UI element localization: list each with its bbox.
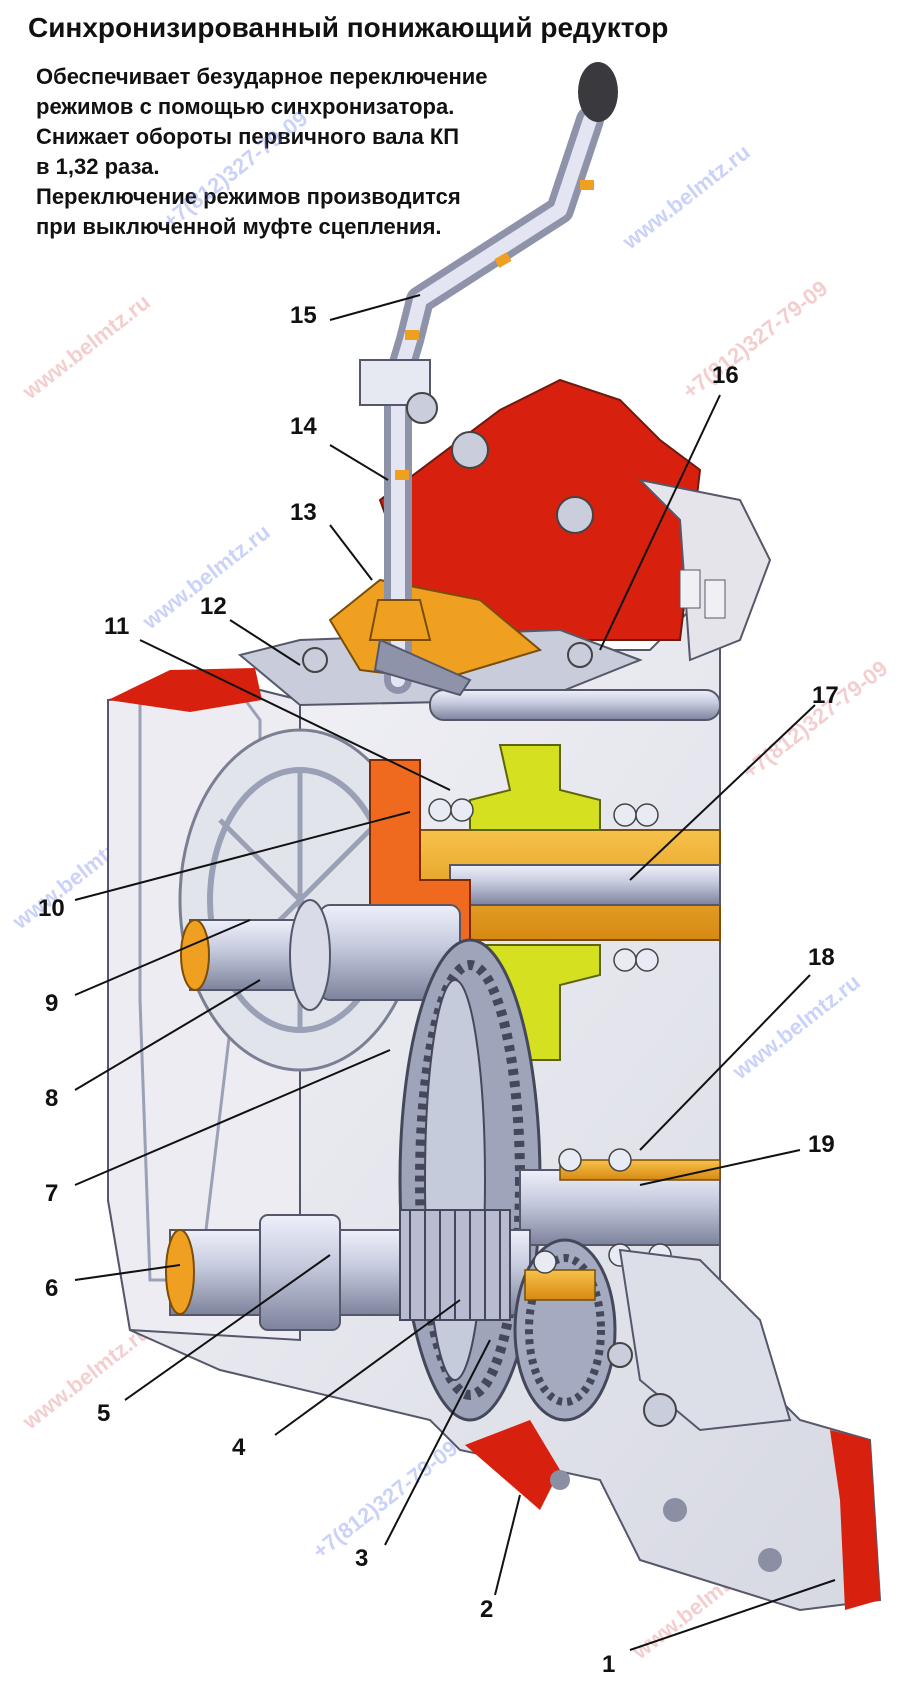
shift-rod [429,689,721,721]
callout-18: 18 [808,944,835,971]
bolt-head [643,1393,677,1427]
bolt-head [556,496,594,534]
leader-lines [74,294,836,1651]
synchronizer-upper [469,744,601,831]
callout-19: 19 [808,1131,835,1158]
bolt-head [451,431,489,469]
description-line: режимов с помощью синхронизатора. [36,94,455,119]
callout-16: 16 [712,362,739,389]
description-line: в 1,32 раза. [36,154,160,179]
callout-17: 17 [812,682,839,709]
watermark-site: www.belmtz.ru [727,969,865,1084]
callout-12: 12 [200,593,227,620]
description-line: Переключение режимов производится [36,184,461,209]
callout-7: 7 [45,1180,58,1207]
bolt-hole [758,1548,782,1572]
description-line: Снижает обороты первичного вала КП [36,124,460,149]
intermediate-shaft-end [165,1229,195,1315]
gearbox-primary-shaft [449,864,721,906]
description-block: Обеспечивает безударное переключение реж… [36,62,488,242]
watermark-site: www.belmtz.ru [17,289,155,404]
clamp-bolt [406,392,438,424]
callout-labels: 1 2 3 4 5 6 7 8 9 10 11 12 13 14 15 16 1… [38,302,839,1678]
description-line: Обеспечивает безударное переключение [36,64,488,89]
watermark-phone: +7(812)327-79-09 [678,275,833,404]
callout-8: 8 [45,1085,58,1112]
callout-5: 5 [97,1400,110,1427]
lever-knob [578,62,618,122]
callout-3: 3 [355,1545,368,1572]
lever-clamp [359,359,431,406]
housing-cut-face [465,1420,560,1510]
shift-lever [359,62,618,697]
callout-11: 11 [104,613,129,640]
bearing-balls-upper [428,798,659,827]
bearing-balls-lower [613,948,659,972]
bolt-hole [550,1470,570,1490]
watermark-phone: +7(812)327-79-09 [738,655,893,784]
bolt-hole [663,1498,687,1522]
bolt-head [607,1342,633,1368]
shift-arm [373,638,472,697]
description-line: при выключенной муфте сцепления. [36,214,442,239]
callout-6: 6 [45,1275,58,1302]
callout-2: 2 [480,1596,493,1623]
output-shaft-assembly [165,1148,721,1422]
upper-cover [378,378,772,662]
output-shaft [519,1169,721,1246]
watermark-site: www.belmtz.ru [617,139,755,254]
shaft-seal [289,899,331,1011]
callout-10: 10 [38,895,65,922]
callout-1: 1 [602,1651,615,1678]
callout-15: 15 [290,302,317,329]
watermark-site: www.belmtz.ru [17,1319,155,1434]
housing-cut-face [830,1430,880,1610]
callout-9: 9 [45,990,58,1017]
input-shaft-end [180,919,210,991]
callout-4: 4 [232,1434,246,1461]
callout-13: 13 [290,499,317,526]
housing-cut-face [108,668,262,712]
lower-right-housing [607,1248,792,1432]
watermark-phone: +7(812)327-79-09 [158,105,313,234]
callout-14: 14 [290,413,317,440]
page-title: Синхронизированный понижающий редуктор [28,12,669,43]
